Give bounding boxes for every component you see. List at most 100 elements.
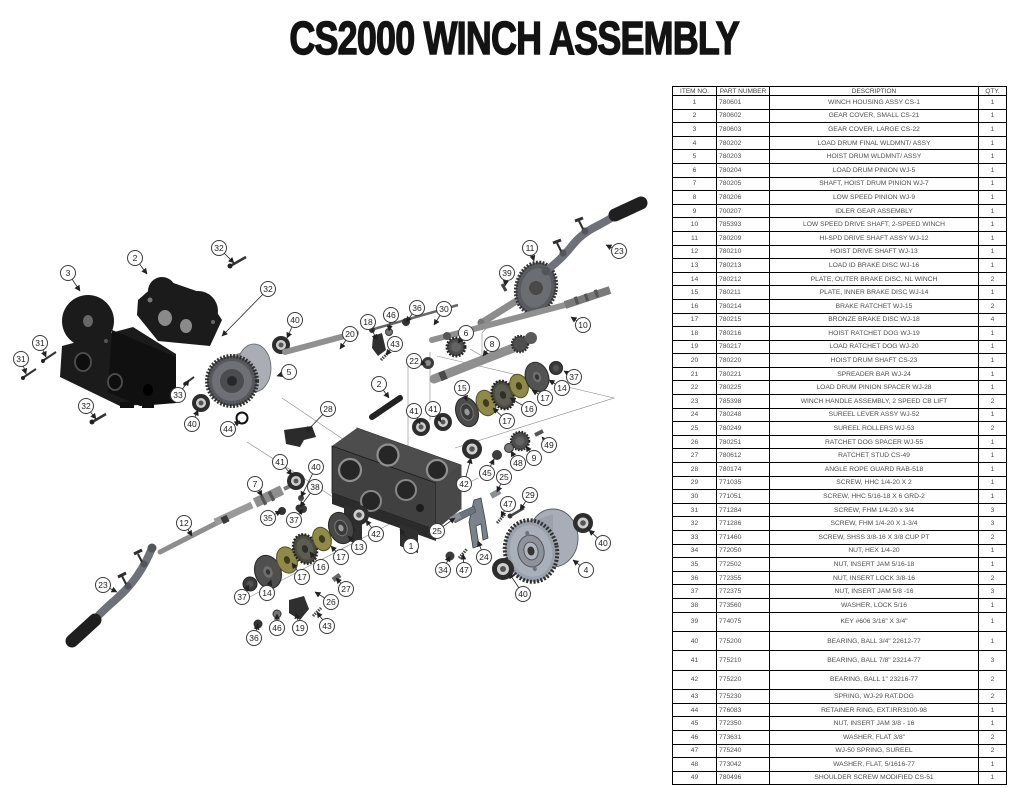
part-number: 773631: [716, 729, 770, 745]
qty: 1: [978, 230, 1007, 246]
svg-text:9: 9: [532, 453, 537, 463]
balloon-41: 41: [406, 403, 422, 419]
balloon-16: 16: [313, 559, 329, 575]
balloon-41: 41: [425, 401, 441, 417]
key-39: [500, 283, 508, 292]
part-number: 771286: [716, 516, 770, 531]
svg-text:37: 37: [569, 372, 579, 382]
svg-text:2: 2: [133, 253, 138, 263]
description: SHAFT, HOIST DRUM PINION WJ-7: [769, 176, 979, 192]
balloon-43: 43: [387, 336, 403, 352]
balloon-40: 40: [595, 535, 611, 551]
part-number: 775210: [716, 650, 770, 671]
svg-text:32: 32: [81, 401, 91, 411]
svg-text:15: 15: [457, 383, 467, 393]
part-number: 780221: [716, 366, 770, 382]
description: HOIST DRIVE SHAFT WJ-13: [769, 244, 979, 260]
part-number: 780211: [716, 285, 770, 300]
svg-text:16: 16: [316, 562, 326, 572]
balloon-13: 13: [351, 539, 367, 555]
balloon-11: 11: [522, 240, 538, 256]
svg-text:40: 40: [290, 315, 300, 325]
balloon-46: 46: [269, 620, 285, 636]
svg-text:14: 14: [557, 383, 567, 393]
balloon-37: 37: [286, 512, 302, 528]
item-no: 25: [672, 421, 717, 436]
qty: 1: [978, 716, 1007, 731]
part-number: 772375: [716, 584, 770, 599]
item-no: 6: [672, 162, 717, 178]
qty: 3: [978, 516, 1007, 531]
description: SCREW, FHM 1/4-20 X 1-3/4: [769, 516, 979, 531]
rope-guard: [284, 426, 316, 447]
qty: 1: [978, 448, 1007, 464]
part-number: 780209: [716, 230, 770, 246]
idler-gear: [492, 429, 544, 460]
hoist-drum: [205, 343, 272, 408]
bearing-40-right: [573, 513, 593, 533]
item-no: 15: [672, 285, 717, 300]
col-part-number: PART NUMBER: [716, 86, 770, 96]
description: NUT, HEX 1/4-20: [769, 543, 979, 559]
qty: 1: [978, 543, 1007, 559]
description: HOIST DRUM WLDMNT/ ASSY: [769, 149, 979, 164]
qty: 1: [978, 108, 1007, 124]
svg-text:40: 40: [598, 538, 608, 548]
balloon-25: 25: [429, 523, 445, 539]
svg-text:20: 20: [345, 329, 355, 339]
svg-text:40: 40: [518, 589, 528, 599]
item-no: 43: [672, 689, 717, 704]
item-no: 27: [672, 448, 717, 464]
svg-text:12: 12: [179, 518, 189, 528]
svg-text:32: 32: [263, 284, 273, 294]
item-no: 29: [672, 475, 717, 491]
qty: 3: [978, 584, 1007, 599]
nut-35: [278, 507, 286, 515]
balloon-17: 17: [333, 549, 349, 565]
balloon-2: 2: [127, 250, 143, 266]
svg-text:25: 25: [432, 526, 442, 536]
description: BEARING, BALL 1" 23216-77: [769, 669, 979, 691]
svg-text:7: 7: [253, 479, 258, 489]
description: HOIST DRUM SHAFT CS-23: [769, 353, 979, 368]
balloon-31: 31: [13, 351, 29, 367]
svg-text:37: 37: [289, 515, 299, 525]
winch-handle-bottom: [65, 543, 157, 648]
part-number: 772350: [716, 716, 770, 731]
qty: 2: [978, 570, 1007, 586]
hi-speed-gear: [477, 260, 559, 328]
description: WASHER, FLAT, 5/1616-77: [769, 757, 979, 772]
balloon-17: 17: [537, 390, 553, 406]
qty: 1: [978, 135, 1007, 151]
balloon-36: 36: [409, 300, 425, 316]
balloon-17: 17: [294, 569, 310, 585]
description: GEAR COVER, LARGE CS-22: [769, 122, 979, 137]
description: BEARING, BALL 3/4" 22612-77: [769, 630, 979, 652]
balloon-42: 42: [368, 526, 384, 542]
svg-text:14: 14: [262, 588, 272, 598]
balloon-42: 42: [456, 476, 472, 492]
qty: 2: [978, 271, 1007, 287]
qty: 2: [978, 689, 1007, 704]
item-no: 17: [672, 312, 717, 328]
balloon-26: 26: [323, 594, 339, 610]
description: KEY #606 3/16" X 3/4": [769, 611, 979, 632]
bearing-40-left: [192, 394, 210, 412]
balloon-34: 34: [435, 562, 451, 578]
balloon-40: 40: [287, 312, 303, 328]
item-no: 45: [672, 716, 717, 731]
svg-text:40: 40: [187, 419, 197, 429]
item-no: 31: [672, 502, 717, 518]
svg-text:22: 22: [409, 356, 419, 366]
part-number: 773042: [716, 757, 770, 772]
description: PLATE, INNER BRAKE DISC WJ-14: [769, 285, 979, 300]
item-no: 26: [672, 434, 717, 450]
description: ANGLE ROPE GUARD RAB-518: [769, 462, 979, 477]
